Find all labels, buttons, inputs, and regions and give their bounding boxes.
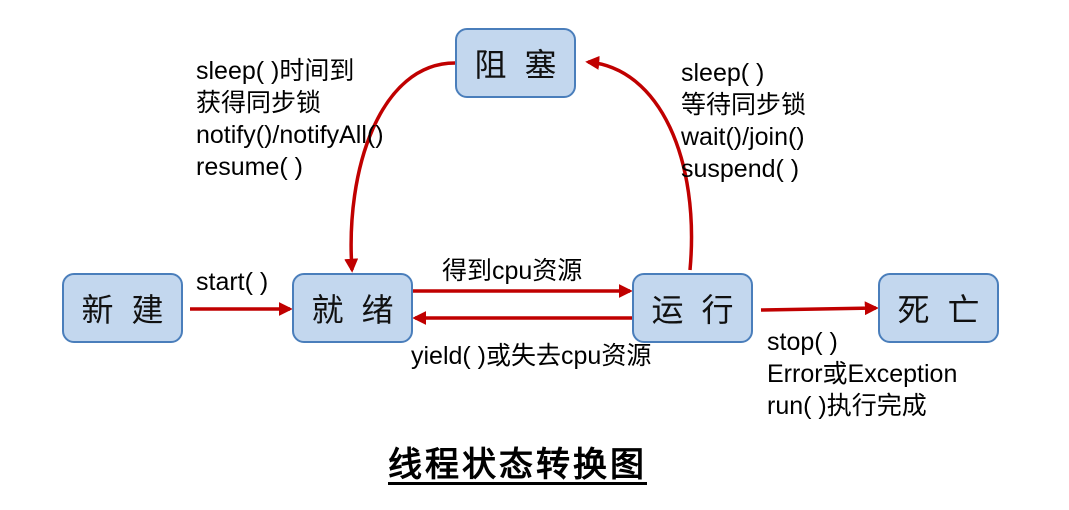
state-new: 新建	[62, 273, 183, 343]
label-line: resume( )	[196, 153, 303, 181]
label-running-to-dead: stop( ) Error或Exception run( )执行完成	[767, 326, 957, 422]
label-line: 得到cpu资源	[442, 257, 583, 285]
label-line: sleep( )时间到	[196, 57, 355, 85]
state-blocked: 阻塞	[455, 28, 576, 98]
label-line: sleep( )	[681, 59, 765, 87]
label-running-to-ready: yield( )或失去cpu资源	[411, 340, 651, 372]
state-running: 运行	[632, 273, 753, 343]
arrow-running-to-dead	[760, 301, 879, 316]
label-line: wait()/join()	[681, 123, 805, 151]
arrow-running-to-blocked	[585, 55, 694, 271]
label-running-to-blocked: sleep( ) 等待同步锁 wait()/join() suspend( )	[681, 57, 806, 185]
label-line: Error或Exception	[767, 360, 958, 388]
label-ready-to-running: 得到cpu资源	[442, 255, 582, 287]
label-line: notify()/notifyAll()	[196, 121, 384, 149]
state-ready: 就绪	[292, 273, 413, 343]
label-new-to-ready: start( )	[196, 266, 268, 298]
label-blocked-to-ready: sleep( )时间到 获得同步锁 notify()/notifyAll() r…	[196, 55, 384, 183]
arrow-blocked-to-ready	[344, 61, 456, 273]
label-line: run( )执行完成	[767, 392, 927, 420]
label-line: suspend( )	[681, 155, 800, 183]
diagram-title: 线程状态转换图	[388, 445, 647, 485]
state-dead: 死亡	[878, 273, 999, 343]
label-line: 等待同步锁	[681, 91, 807, 119]
label-line: 获得同步锁	[196, 89, 322, 117]
label-line: start( )	[196, 268, 269, 296]
label-line: stop( )	[767, 328, 838, 356]
label-line: yield( )或失去cpu资源	[411, 342, 652, 370]
